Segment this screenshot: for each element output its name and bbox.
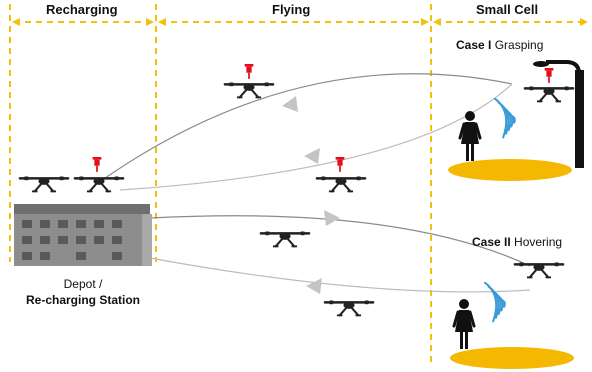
case1-label: Case I Grasping (456, 38, 543, 52)
case1-label-bold: Case I (456, 38, 492, 52)
case1-label-text: Grasping (491, 38, 544, 52)
drone-icon-case1 (523, 85, 575, 103)
drone-icon-case2 (513, 261, 565, 279)
coverage-disc-case2 (450, 347, 574, 369)
zone-title-small-cell: Small Cell (476, 2, 539, 17)
depot-label-line1: Depot / (63, 277, 103, 291)
gripper-icon-flying-1 (244, 64, 254, 79)
flight-paths (94, 73, 531, 293)
drone-icon-flying-2 (315, 175, 367, 193)
zone-title-flying: Flying (272, 2, 311, 17)
signal-waves-case2 (484, 282, 506, 323)
drone-icon-flying-1 (223, 81, 275, 99)
drone-icon-depot-left (18, 175, 70, 193)
person-icon-case2 (452, 298, 476, 351)
gripper-icon-case1 (544, 68, 554, 83)
case2-label-bold: Case II (472, 235, 511, 249)
path-arrowheads (282, 96, 340, 294)
zone-dividers (9, 4, 432, 366)
depot-building (14, 204, 152, 266)
depot-label: Depot / Re-charging Station (10, 276, 156, 308)
coverage-disc-case1 (448, 159, 572, 181)
drone-icon-depot-right (73, 175, 125, 193)
case2-label: Case II Hovering (472, 235, 562, 249)
drone-icon-flying-3 (259, 230, 311, 248)
case2-label-text: Hovering (510, 235, 563, 249)
streetlight-pole (533, 60, 584, 168)
gripper-icon-flying-2 (335, 157, 345, 172)
zone-span-arrows (12, 18, 588, 26)
gripper-icon-depot (92, 157, 102, 172)
zone-title-recharging: Recharging (46, 2, 118, 17)
signal-waves-case1 (494, 98, 516, 139)
depot-label-line2: Re-charging Station (25, 293, 140, 307)
drone-icon-flying-4 (323, 299, 375, 317)
